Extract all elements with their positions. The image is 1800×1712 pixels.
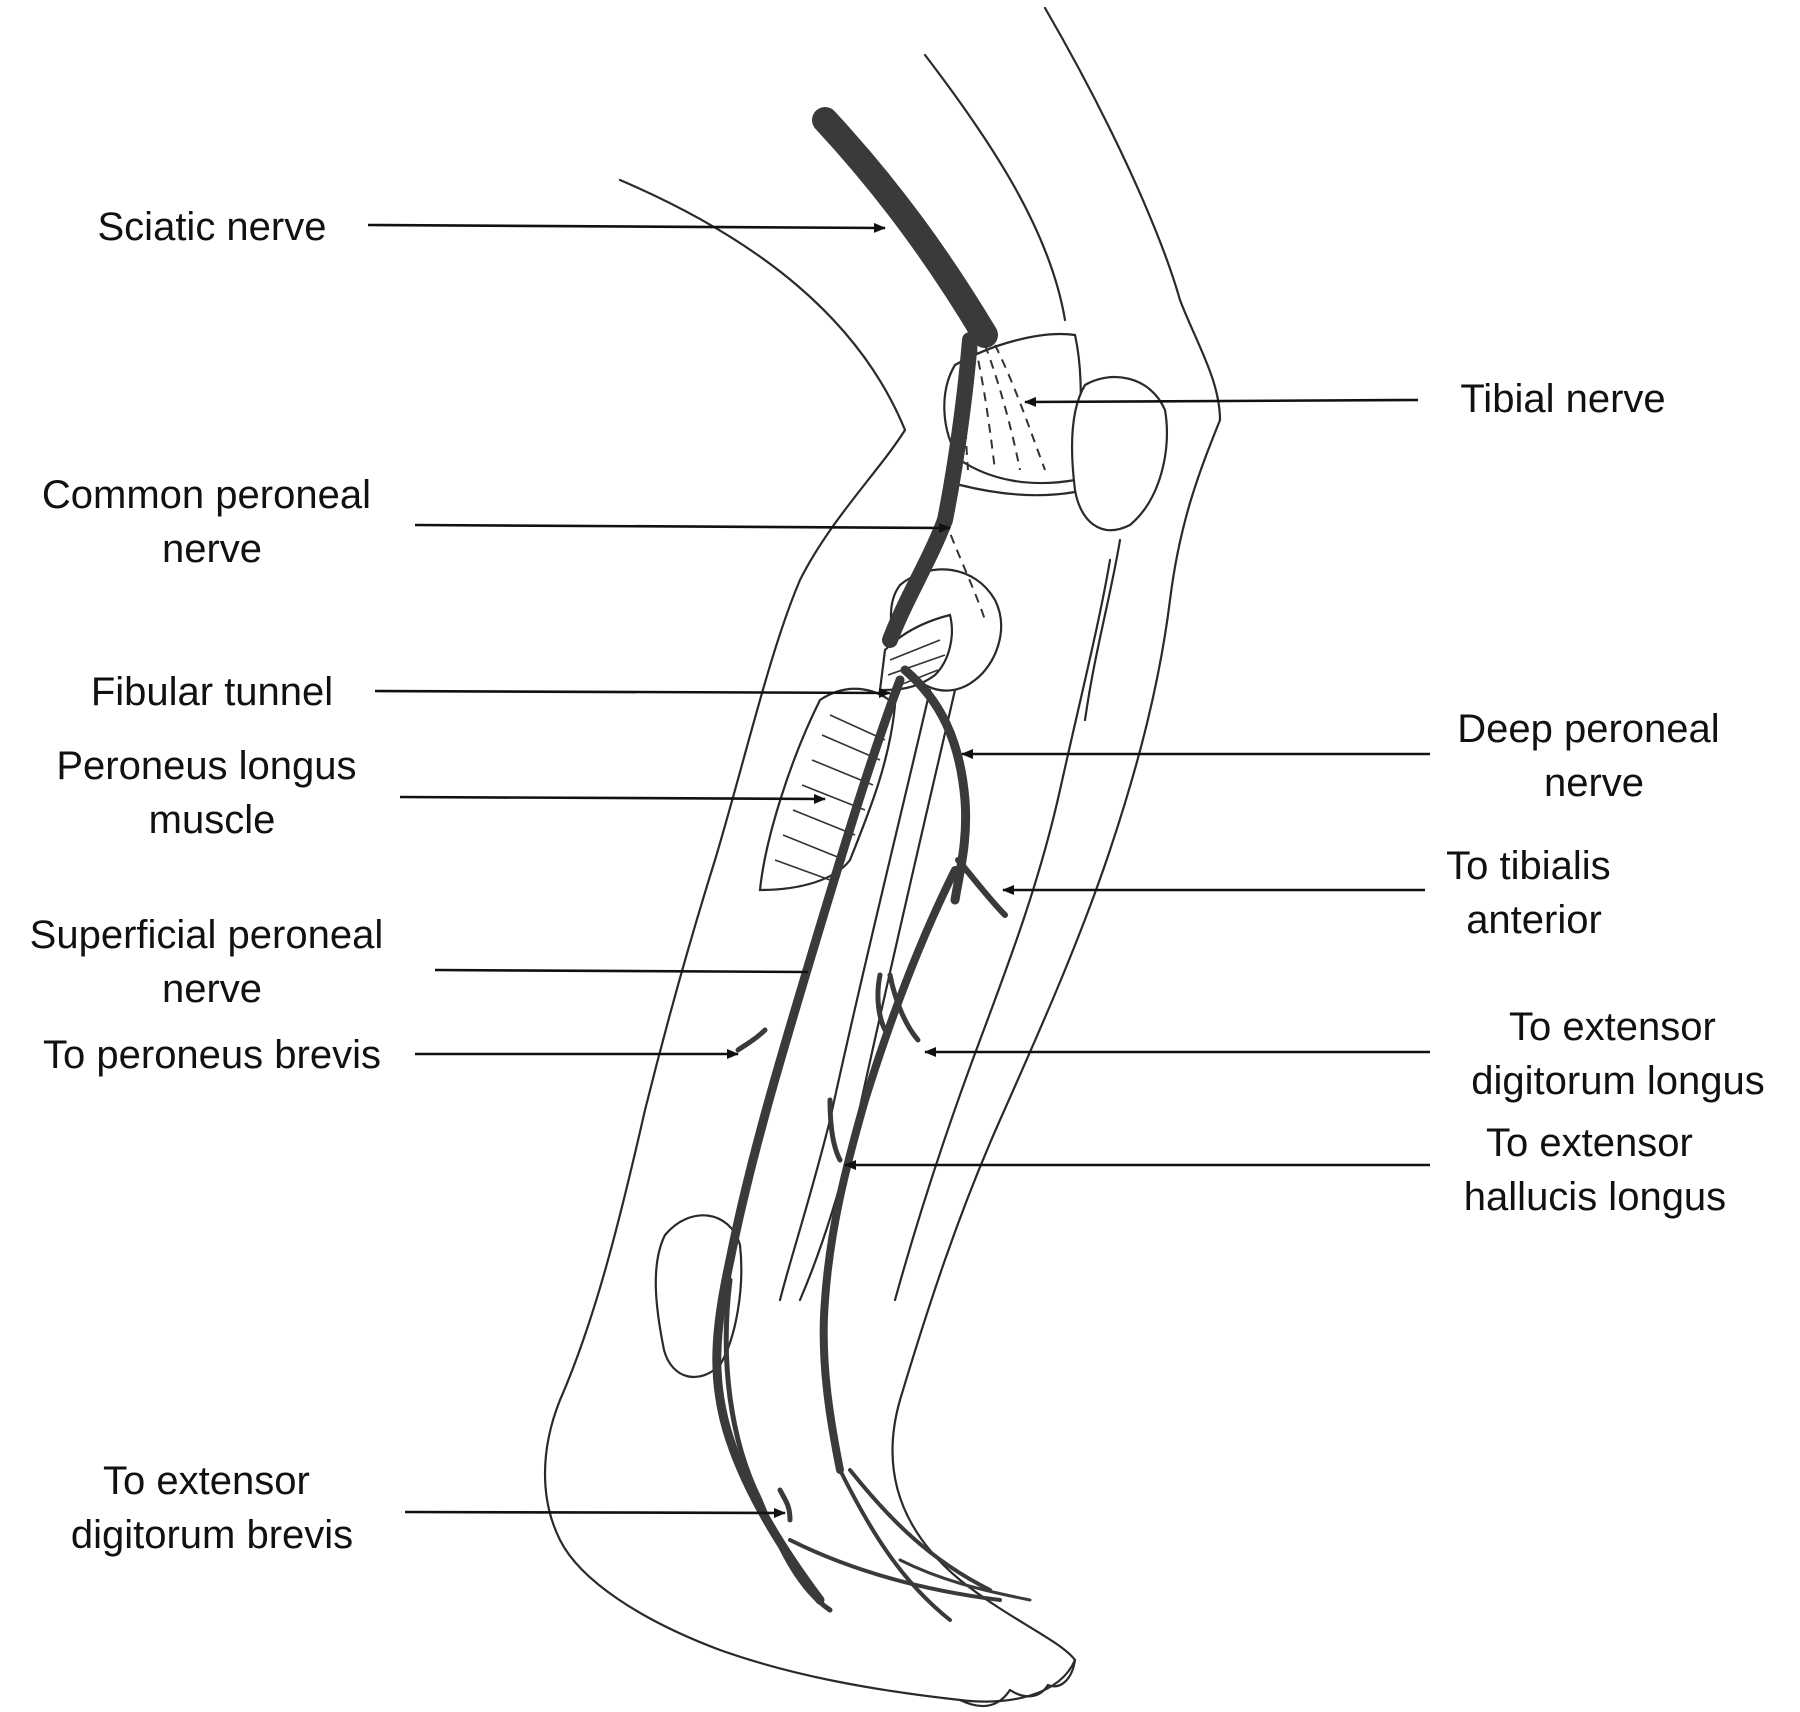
sciatic-nerve-trunk (812, 107, 998, 348)
label-to-extensor-digitorum-longus: To extensor digitorum longus (1471, 1005, 1765, 1103)
label-sciatic-nerve: Sciatic nerve (98, 205, 327, 249)
label-to-peroneus-brevis: To peroneus brevis (43, 1033, 381, 1077)
leader-fibular-tunnel (374, 687, 891, 698)
labels: Sciatic nerve Tibial nerve Common perone… (30, 205, 1765, 1557)
label-to-extensor-hallucis-longus: To extensor hallucis longus (1464, 1121, 1726, 1219)
label-to-extensor-digitorum-brevis: To extensor digitorum brevis (71, 1459, 353, 1557)
nerves (712, 107, 1046, 1622)
label-to-tibialis-anterior: To tibialis anterior (1446, 844, 1622, 942)
leader-peroneus-longus (399, 793, 826, 804)
peroneus-longus-muscle (758, 687, 897, 892)
fibular-tunnel (878, 613, 953, 692)
leader-extensor-digitorum-brevis (404, 1507, 786, 1518)
label-deep-peroneal-nerve: Deep peroneal nerve (1457, 707, 1731, 805)
leader-lines (367, 222, 1430, 1518)
label-tibial-nerve: Tibial nerve (1460, 377, 1665, 421)
common-peroneal-nerve (882, 332, 978, 648)
leg-outline (543, 6, 1222, 1708)
leader-sciatic (367, 222, 886, 233)
bones (654, 332, 1169, 1379)
leader-tibial (1024, 396, 1419, 407)
label-superficial-peroneal-nerve: Superficial peroneal nerve (30, 913, 395, 1011)
leader-superficial-peroneal (434, 968, 809, 974)
deep-peroneal-nerve (900, 665, 971, 905)
leader-common-peroneal (414, 522, 951, 533)
label-peroneus-longus-muscle: Peroneus longus muscle (56, 744, 367, 842)
superficial-peroneal-nerve (712, 675, 905, 1605)
label-common-peroneal-nerve: Common peroneal nerve (42, 473, 382, 571)
patella (1070, 375, 1169, 532)
label-fibular-tunnel: Fibular tunnel (91, 670, 333, 714)
